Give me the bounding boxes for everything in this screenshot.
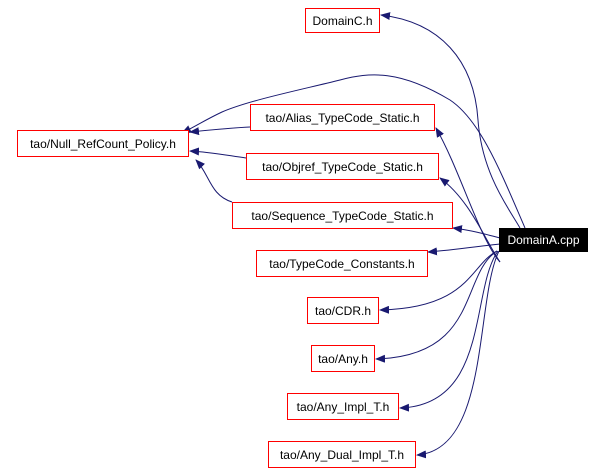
node-typecode-constants[interactable]: tao/TypeCode_Constants.h [256,250,428,277]
edge-domaina-alias [435,127,501,263]
node-cdr[interactable]: tao/CDR.h [307,297,379,324]
node-sequence-typecode-static[interactable]: tao/Sequence_TypeCode_Static.h [232,202,453,229]
node-domaina-cpp-root: DomainA.cpp [499,228,588,252]
node-null-refcount-policy[interactable]: tao/Null_RefCount_Policy.h [17,130,189,157]
edge-domaina-sequence [452,225,501,239]
edge-domaina-objref [439,177,501,263]
edge-domaina-typecode-constants [427,243,501,256]
node-domainc[interactable]: DomainC.h [305,8,380,33]
edge-alias-nullrefcount [189,126,251,136]
edge-domaina-domainc [380,12,521,229]
edge-objref-nullrefcount [189,147,247,159]
edge-domaina-any-impl-t [399,250,499,412]
node-any[interactable]: tao/Any.h [311,345,375,372]
node-any-dual-impl-t[interactable]: tao/Any_Dual_Impl_T.h [268,441,416,468]
edge-domaina-cdr [379,250,498,314]
edge-sequence-nullrefcount [195,159,233,203]
edge-domaina-nullrefcount [181,74,526,229]
node-any-impl-t[interactable]: tao/Any_Impl_T.h [287,393,399,420]
edge-domaina-any [375,250,498,363]
edge-domaina-any-dual-impl-t [416,250,500,459]
node-objref-typecode-static[interactable]: tao/Objref_TypeCode_Static.h [246,153,439,180]
node-alias-typecode-static[interactable]: tao/Alias_TypeCode_Static.h [250,104,435,131]
